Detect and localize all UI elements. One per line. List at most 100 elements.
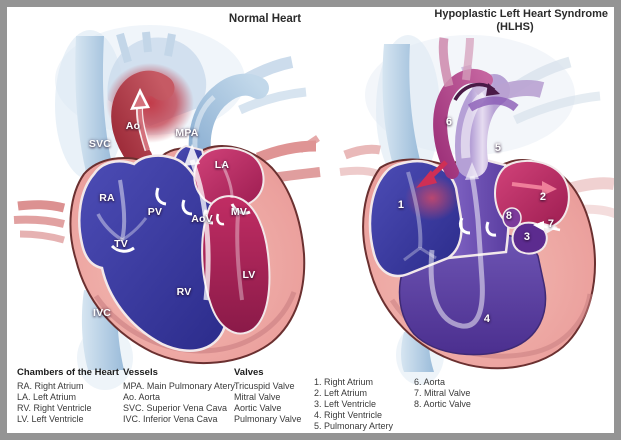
left-atrium-chamber [193,146,265,209]
pulmonary-vein [343,144,381,160]
legend-item: MPA. Main Pulmonary Atery [123,381,235,391]
normal-heart-title: Normal Heart [228,13,302,25]
arch-branch [116,32,132,64]
rv-flow-arrowhead [465,162,479,180]
legend-item: LA. Left Atrium [17,392,77,402]
legend-item: 3. Left Ventricle [314,399,377,409]
mitral-valve-hook [230,203,251,215]
rv-flow-arrowhead [184,144,200,166]
pulmonary-valve-hook [181,199,193,216]
mpa-highlight [192,95,216,149]
rv-flow-loop [428,175,485,329]
flow-streak [96,213,123,242]
label-5: 5 [494,142,502,154]
aortic-valve-region [502,207,522,229]
pulmonary-vein [13,215,65,228]
label-mv: MV [230,206,248,218]
label-2: 2 [539,191,547,203]
label-rv: RV [176,286,192,298]
superior-vena-cava [75,36,112,172]
legend-item: Pulmonary Valve [234,414,302,424]
pulmonary-valve-hook [155,187,167,206]
legend-item: 4. Right Ventricle [314,410,383,420]
label-tv: TV [114,238,128,250]
legend-item: RA. Right Atrium [17,381,84,391]
mpa-highlight [460,91,488,159]
label-1: 1 [397,199,405,211]
legend-header-vessels: Vessels [123,367,158,378]
legend-item: RV. Right Ventricle [17,403,92,413]
pulmonary-vein [339,166,380,178]
la-flow-arrow [511,182,545,190]
arch-branch [164,33,176,57]
legend-item: 5. Pulmonary Artery [314,421,394,431]
legend-item: SVC. Superior Vena Cava [123,403,228,413]
pulmonary-vein [17,200,66,213]
flow-streak [419,246,437,260]
mitral-pointer-arrowhead [533,221,544,231]
legend-item: IVC. Inferior Vena Cava [123,414,218,424]
valve-hook [458,217,471,235]
legend-numbered-a: 1. Right Atrium 2. Left Atrium 3. Left V… [314,377,393,432]
label-lv: LV [242,269,256,281]
valve-hook [485,221,497,237]
tricuspid-valve-hook [110,244,135,253]
legend-item: Tricuspid Valve [234,381,295,391]
muscle-band [93,291,297,354]
ductal-flow-arrowhead [486,83,500,96]
rv-flow-arrow [189,159,211,301]
superior-vena-cava [382,44,420,168]
hypoplastic-aorta [433,69,493,179]
label-pv: PV [147,206,163,218]
legend-item: 6. Aorta [414,377,446,387]
label-aov: AoV [191,213,213,225]
hlhs-title-line2: (HLHS) [496,21,534,33]
label-mpa: MPA [175,127,199,139]
flow-streak [220,163,234,199]
legend-numbered-b: 6. Aorta 7. Mitral Valve 8. Aortic Valve [414,377,471,410]
label-4: 4 [483,313,491,325]
legend-header-chambers: Chambers of the Heart [17,367,119,378]
label-8: 8 [505,210,513,222]
hlhs-heart-figure [339,35,618,385]
label-3: 3 [523,231,531,243]
normal-heart-figure [13,25,321,390]
legend-item: 8. Aortic Valve [414,399,471,409]
hlhs-title-line1: Hypoplastic Left Heart Syndrome [434,8,608,20]
label-ra: RA [99,192,115,204]
legend-item: 2. Left Atrium [314,388,368,398]
label-ao: Ao [125,120,141,132]
legend-valves: Valves Tricuspid Valve Mitral Valve Aort… [234,367,301,425]
aortic-valve-hook [216,213,225,226]
legend-item: Mitral Valve [234,392,281,402]
flow-streak [118,179,127,241]
label-7: 7 [547,218,555,230]
la-flow-arrowhead [542,181,557,196]
arch-branch [462,37,474,81]
flow-streak [403,246,421,262]
legend-item: LV. Left Ventricle [17,414,84,424]
ascending-aorta [111,70,175,171]
pulmonary-vein [19,230,65,244]
right-atrium-chamber [368,159,463,278]
ductal-arch-band [467,96,519,112]
flow-streak [121,217,148,242]
legend-item: 1. Right Atrium [314,377,374,387]
aorta-flow-arrow-inner [137,105,150,151]
label-svc: SVC [88,138,112,150]
aorta-arrowhead-inner [134,94,146,107]
label-6: 6 [445,116,453,128]
pale-vessel [513,91,601,125]
arch-branch [438,37,454,88]
aortic-valve-hook [203,209,214,225]
right-pulmonary-artery [238,87,307,115]
legend-item: 7. Mitral Valve [414,388,471,398]
flow-streak [235,213,244,301]
hypoplastic-left-ventricle [511,221,548,255]
atrial-flow-arrowhead [416,170,437,188]
legend-vessels: Vessels MPA. Main Pulmonary Atery Ao. Ao… [123,367,235,425]
mitral-pointer-arrow [541,224,561,232]
legend-item: Ao. Aorta [123,392,161,402]
